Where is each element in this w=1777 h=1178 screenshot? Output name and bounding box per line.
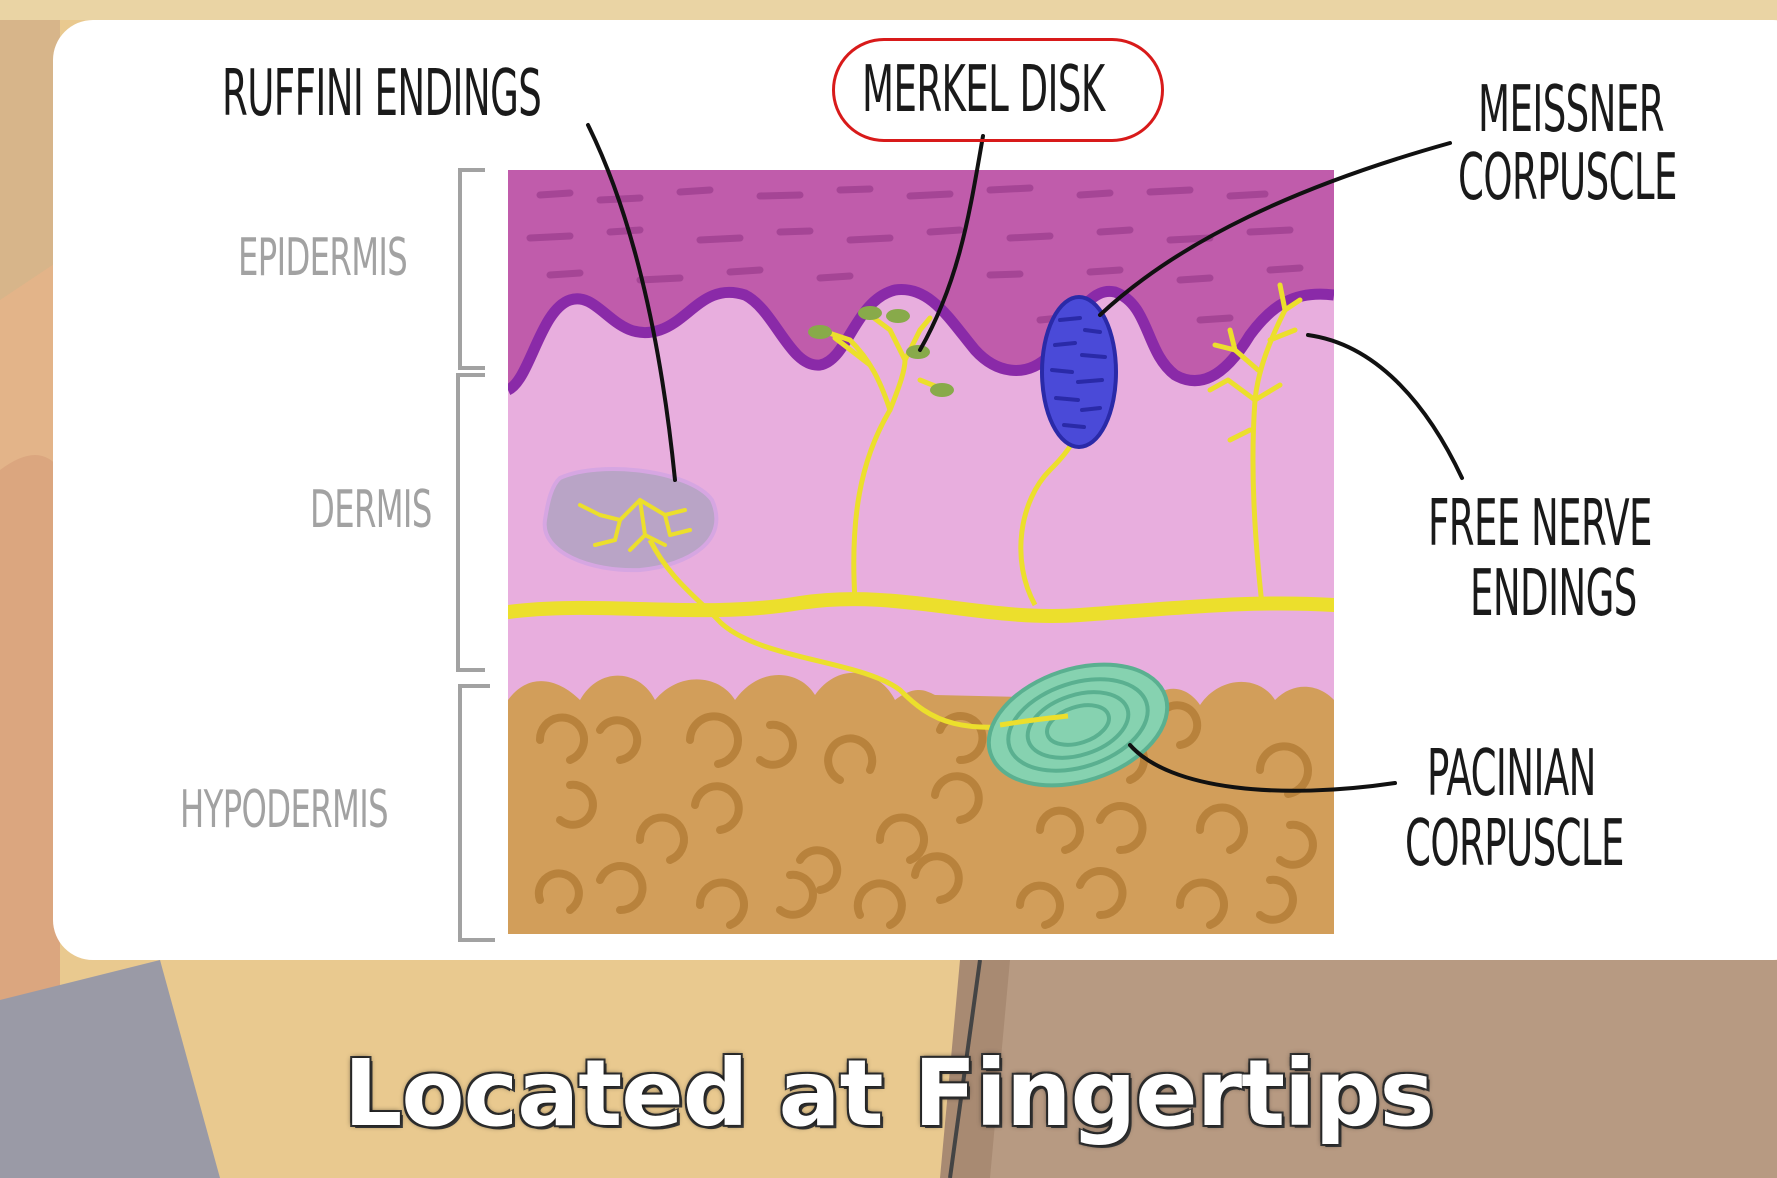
pacinian-leader [1128,743,1397,793]
leader-lines [586,123,1464,793]
epidermis-bracket [458,168,485,370]
pacinian-line-1: PACINIAN [1427,737,1596,811]
free-nerve-line-2: ENDINGS [1470,557,1637,631]
merkel-disk-label: MERKEL DISK [862,53,1105,127]
hypodermis-bracket [458,684,495,942]
epidermis-label: EPIDERMIS [238,228,408,288]
dermis-label: DERMIS [310,480,432,540]
dermis-bracket [456,373,485,672]
meissner-line-2: CORPUSCLE [1458,141,1677,215]
merkel-disk-highlight [832,38,1164,142]
pacinian-line-2: CORPUSCLE [1405,807,1624,881]
ruffini-endings-label: RUFFINI ENDINGS [222,57,542,131]
merkel-leader [918,134,985,352]
skin-cross-section [508,170,1334,934]
free-nerve-leader [1306,333,1464,480]
caption: Located at Fingertips [0,1040,1777,1147]
hypodermis-label: HYPODERMIS [180,780,389,840]
meissner-line-1: MEISSNER [1478,73,1665,147]
free-nerve-line-1: FREE NERVE [1428,487,1652,561]
caption-part-2: Fingertips [913,1040,1435,1147]
layer-brackets [456,168,495,942]
meissner-leader [1098,141,1452,317]
ruffini-leader [586,123,677,482]
caption-part-1: Located at [343,1040,884,1147]
